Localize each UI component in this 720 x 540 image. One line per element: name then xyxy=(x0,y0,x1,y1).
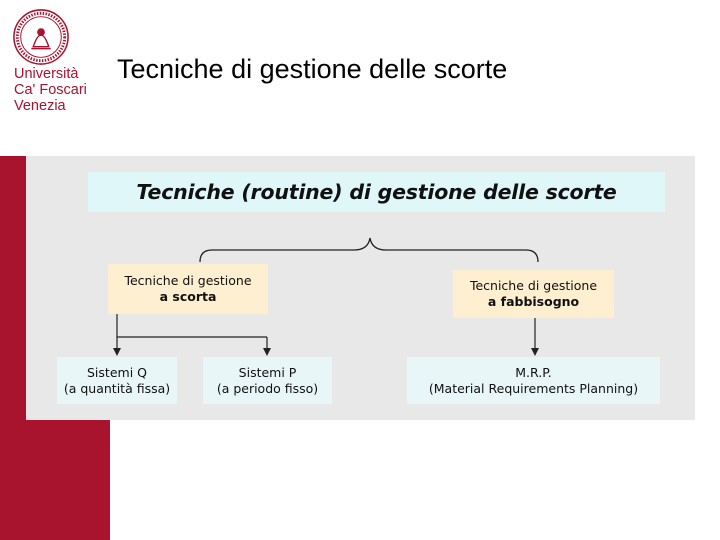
leaf-mrp-box: M.R.P. (Material Requirements Planning) xyxy=(407,357,660,404)
leaf-mrp-line2: (Material Requirements Planning) xyxy=(428,380,639,396)
category-scorta-line2: a scorta xyxy=(159,289,217,304)
leaf-sistemi-p-line1: Sistemi P xyxy=(238,364,297,380)
logo-line-3: Venezia xyxy=(14,98,66,114)
university-seal-icon xyxy=(13,9,69,65)
leaf-sistemi-q-line1: Sistemi Q xyxy=(87,364,147,380)
leaf-mrp-line1: M.R.P. xyxy=(515,364,552,380)
category-fabbisogno-line1: Tecniche di gestione xyxy=(469,278,598,293)
logo-line-1: Università xyxy=(14,66,79,82)
category-scorta-box: Tecniche di gestione a scorta xyxy=(108,264,268,314)
logo-line-2: Ca' Foscari xyxy=(14,82,87,98)
diagram-title: Tecniche (routine) di gestione delle sco… xyxy=(88,172,665,212)
category-fabbisogno-box: Tecniche di gestione a fabbisogno xyxy=(453,270,614,318)
university-logo-text: Università Ca' Foscari Venezia xyxy=(14,66,87,114)
slide-title: Tecniche di gestione delle scorte xyxy=(117,54,508,84)
leaf-sistemi-q-box: Sistemi Q (a quantità fissa) xyxy=(57,357,177,404)
category-fabbisogno-line2: a fabbisogno xyxy=(487,294,580,309)
leaf-sistemi-p-box: Sistemi P (a periodo fisso) xyxy=(203,357,332,404)
leaf-sistemi-q-line2: (a quantità fissa) xyxy=(63,380,171,396)
leaf-sistemi-p-line2: (a periodo fisso) xyxy=(216,380,319,396)
category-scorta-line1: Tecniche di gestione xyxy=(124,273,252,288)
